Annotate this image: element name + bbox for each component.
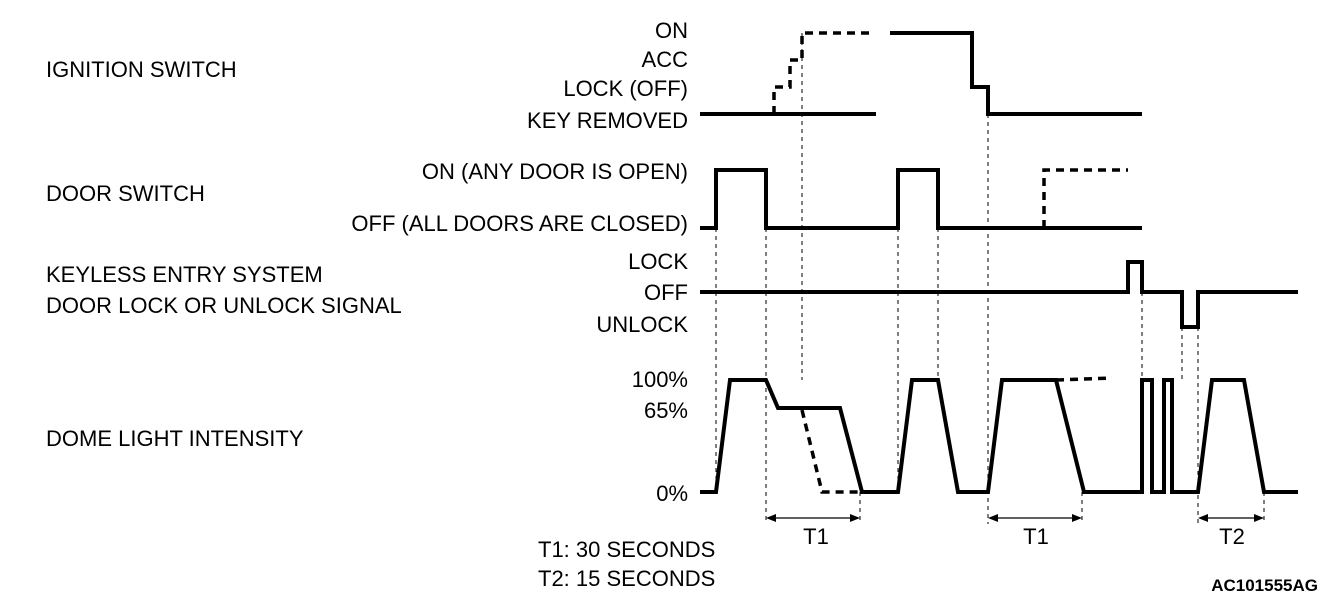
door-waveform	[700, 168, 1142, 230]
door-level-on: ON (ANY DOOR IS OPEN)	[422, 159, 688, 184]
door-switch-dashed	[1042, 168, 1128, 228]
t1-note: T1: 30 SECONDS	[538, 537, 715, 562]
keyless-entry-label-line2: DOOR LOCK OR UNLOCK SIGNAL	[46, 293, 402, 318]
t1-first-label: T1	[803, 524, 829, 549]
dome-fast-fade-dashed	[800, 409, 860, 494]
door-switch-line	[700, 168, 1142, 230]
dome-stay-on-dashed	[1055, 376, 1113, 382]
keyless-waveform	[700, 260, 1298, 329]
dome-waveform	[700, 376, 1298, 494]
ignition-level-acc: ACC	[642, 47, 689, 72]
keyless-level-unlock: UNLOCK	[596, 312, 688, 337]
t2-label: T2	[1219, 524, 1245, 549]
figure-code: AC101555AG	[1211, 576, 1318, 595]
t1-second-dimension	[988, 514, 1082, 522]
ignition-level-key-removed: KEY REMOVED	[527, 108, 688, 133]
door-level-off: OFF (ALL DOORS ARE CLOSED)	[351, 211, 688, 236]
dome-level-0: 0%	[656, 481, 688, 506]
ignition-key-insert-dashed	[772, 31, 872, 114]
dome-intensity-line	[700, 378, 1298, 494]
keyless-signal-line	[700, 260, 1298, 329]
t2-note: T2: 15 SECONDS	[538, 566, 715, 591]
ignition-key-turn-off	[890, 31, 1142, 116]
timing-guides	[715, 33, 1265, 524]
keyless-level-lock: LOCK	[628, 249, 688, 274]
keyless-level-off: OFF	[644, 280, 688, 305]
t1-first-dimension	[766, 514, 860, 522]
t1-second-label: T1	[1023, 524, 1049, 549]
dome-light-label: DOME LIGHT INTENSITY	[46, 426, 304, 451]
dome-level-100: 100%	[632, 367, 688, 392]
dome-level-65: 65%	[644, 398, 688, 423]
t2-dimension	[1198, 514, 1264, 522]
keyless-entry-label-line1: KEYLESS ENTRY SYSTEM	[46, 262, 323, 287]
door-switch-label: DOOR SWITCH	[46, 181, 205, 206]
ignition-waveform	[700, 31, 1142, 116]
ignition-level-lock: LOCK (OFF)	[563, 76, 688, 101]
ignition-switch-label: IGNITION SWITCH	[46, 57, 237, 82]
ignition-level-on: ON	[655, 18, 688, 43]
